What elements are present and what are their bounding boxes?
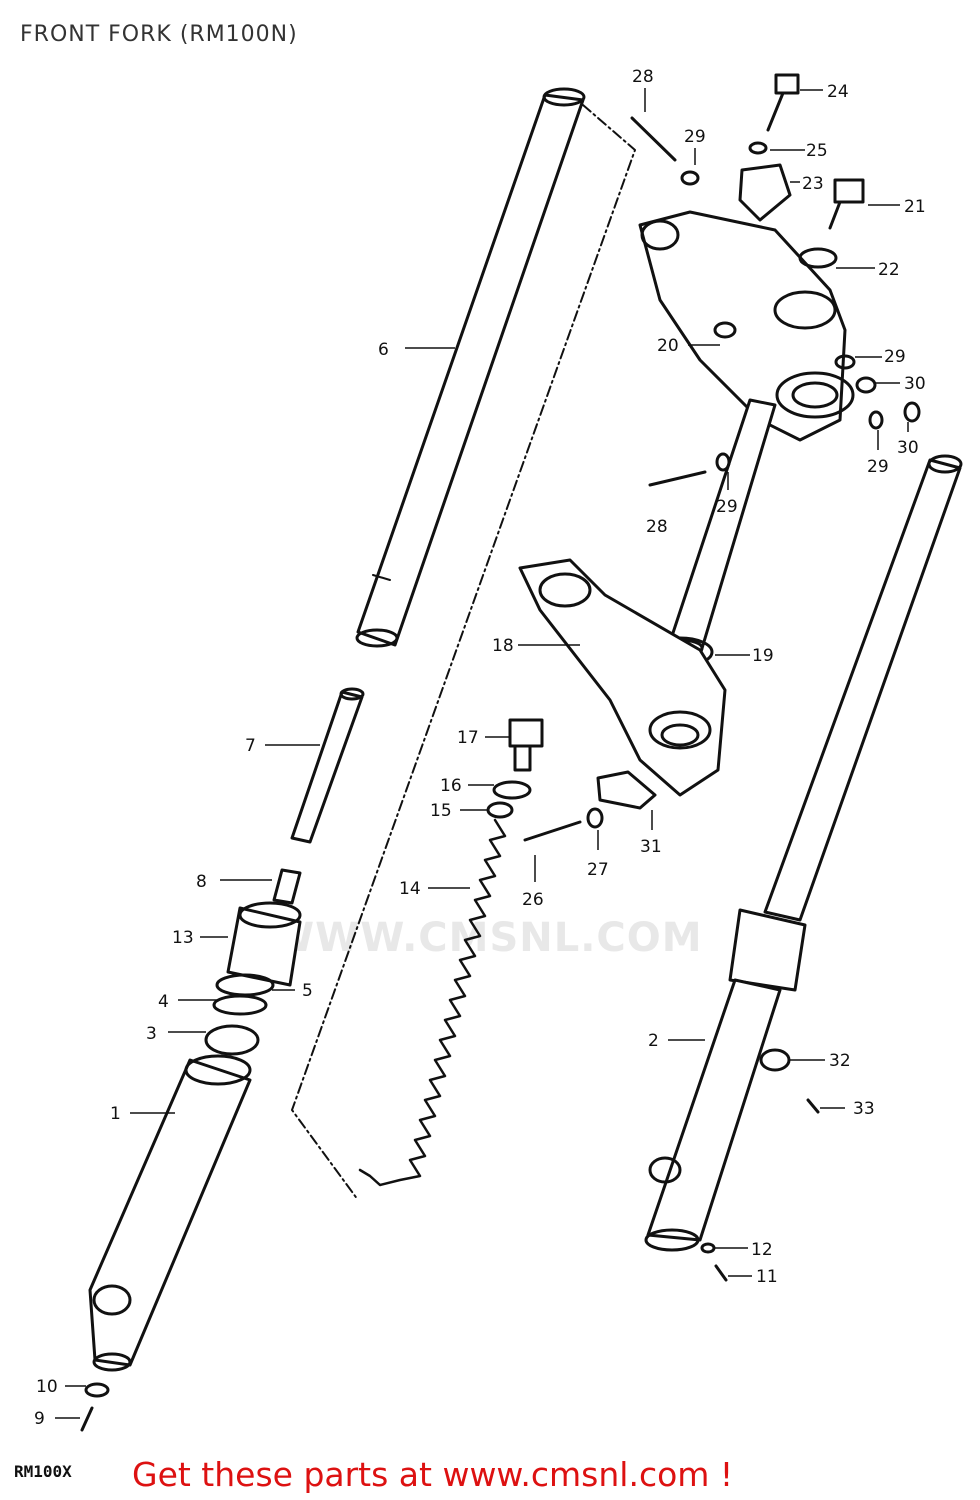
- washer-part-12: [700, 1242, 716, 1254]
- watermark: WWW.CMSNL.COM: [270, 915, 703, 961]
- callout-label: 1: [110, 1104, 121, 1124]
- callout-label: 19: [752, 646, 774, 666]
- clamp-part-23: [738, 163, 792, 222]
- callout-label: 15: [430, 801, 452, 821]
- callout-label: 22: [878, 260, 900, 280]
- nut-part-25: [748, 141, 768, 155]
- callout-label: 27: [587, 860, 609, 880]
- fork-spring-part-14: [358, 818, 507, 1187]
- washer-part-27: [586, 807, 604, 829]
- bolt-part-9: [80, 1406, 94, 1432]
- inner-tube-part-6: [355, 87, 586, 648]
- callout-label: 8: [196, 872, 207, 892]
- callout-label: 21: [904, 197, 926, 217]
- callout-label: 2: [648, 1031, 659, 1051]
- washer-part-22: [798, 247, 838, 269]
- ring-part-5: [215, 973, 275, 997]
- washer-part-16: [492, 780, 532, 800]
- nut-part-30-b: [903, 401, 921, 423]
- callout-label: 25: [806, 141, 828, 161]
- callout-label: 4: [158, 992, 169, 1012]
- callout-label: 28: [632, 67, 654, 87]
- washer-part-10: [84, 1382, 110, 1398]
- callout-label: 29: [884, 347, 906, 367]
- damper-rod-part-7: [290, 687, 365, 844]
- callout-label: 29: [684, 127, 706, 147]
- bolt-part-21: [828, 178, 865, 230]
- callout-label: 12: [751, 1240, 773, 1260]
- callout-label: 20: [657, 336, 679, 356]
- nut-part-30-a: [855, 376, 877, 394]
- footer-call-to-action[interactable]: Get these parts at www.cmsnl.com !: [132, 1455, 734, 1494]
- callout-label: 5: [302, 981, 313, 1001]
- callout-label: 23: [802, 174, 824, 194]
- callout-labels: 28 24 29 25 23 21 22 6 20 29 30 30 29 29…: [34, 67, 926, 1429]
- callout-label: 30: [904, 374, 926, 394]
- callout-label: 16: [440, 776, 462, 796]
- upper-bracket-part-20: [638, 210, 855, 442]
- bolt-part-28-lower: [648, 470, 707, 487]
- callout-label: 32: [829, 1051, 851, 1071]
- callout-label: 14: [399, 879, 421, 899]
- assembly-line-upper: [291, 104, 636, 1201]
- callout-label: 3: [146, 1024, 157, 1044]
- callout-label: 29: [867, 457, 889, 477]
- outer-tube-right-part-2: [644, 454, 963, 1252]
- callout-label: 33: [853, 1099, 875, 1119]
- callout-label: 7: [245, 736, 256, 756]
- callout-label: 9: [34, 1409, 45, 1429]
- callout-label: 17: [457, 728, 479, 748]
- callout-label: 11: [756, 1267, 778, 1287]
- bolt-part-17: [508, 718, 544, 772]
- callout-label: 29: [716, 497, 738, 517]
- clip-part-32: [759, 1048, 791, 1072]
- bolt-part-28-upper: [630, 116, 677, 162]
- cylinder-part-13: [226, 901, 302, 987]
- washer-part-29-b: [834, 354, 856, 370]
- ring-part-3: [204, 1024, 260, 1056]
- washer-part-29-d: [715, 452, 731, 472]
- ring-part-4: [212, 994, 268, 1016]
- leader-lines: [55, 88, 909, 1419]
- clip-part-31: [596, 770, 657, 810]
- callout-label: 13: [172, 928, 194, 948]
- callout-label: 10: [36, 1377, 58, 1397]
- screw-part-33: [806, 1098, 820, 1114]
- callout-label: 30: [897, 438, 919, 458]
- washer-part-29-c: [868, 410, 884, 430]
- screw-part-11: [714, 1264, 728, 1282]
- lower-bracket-part-18: [518, 558, 727, 797]
- piece-part-8: [272, 868, 302, 905]
- callout-label: 28: [646, 517, 668, 537]
- callout-label: 18: [492, 636, 514, 656]
- bolt-part-24: [766, 73, 800, 132]
- model-code: RM100X: [14, 1462, 72, 1481]
- washer-part-29-a: [680, 170, 700, 186]
- callout-label: 6: [378, 340, 389, 360]
- diagram-title: FRONT FORK (RM100N): [20, 22, 298, 47]
- callout-label: 26: [522, 890, 544, 910]
- washer-part-15: [486, 801, 514, 819]
- callout-label: 31: [640, 837, 662, 857]
- bolt-part-26: [523, 820, 582, 842]
- callout-label: 24: [827, 82, 849, 102]
- outer-tube-left-part-1: [88, 1054, 252, 1372]
